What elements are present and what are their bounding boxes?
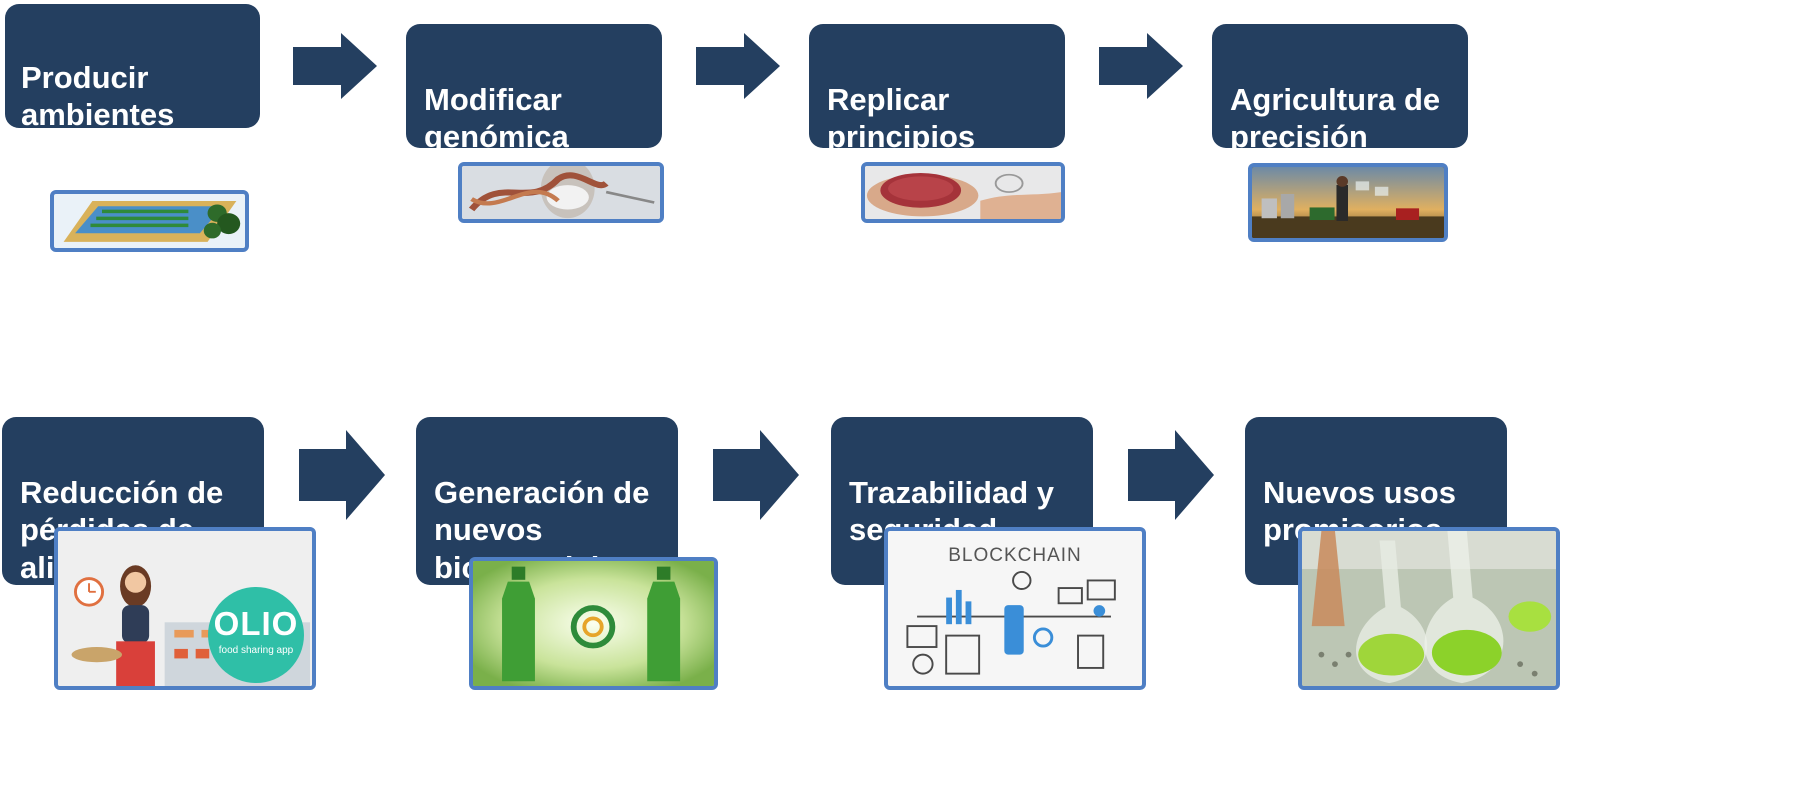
arrow-right-icon — [713, 430, 799, 520]
olio-logo: OLIO food sharing app — [208, 587, 304, 683]
dna-modification-image — [458, 162, 664, 223]
olio-app-image: OLIO food sharing app — [54, 527, 316, 690]
step-label: Agricultura de precisión — [1230, 82, 1441, 148]
step-label: Producir ambientes “imposibles” — [21, 60, 175, 128]
arrow-right-icon — [293, 33, 377, 99]
step-box-replicar-principios: Replicar principios biológicos — [809, 24, 1065, 148]
step-box-agricultura-precision: Agricultura de precisión — [1212, 24, 1468, 148]
arrow-right-icon — [696, 33, 780, 99]
step-label: Replicar principios biológicos — [827, 82, 976, 148]
blockchain-image: BLOCKCHAIN — [884, 527, 1146, 690]
bioplastic-bottles-image — [469, 557, 718, 690]
precision-farming-image — [1248, 163, 1448, 242]
arrow-right-icon — [1099, 33, 1183, 99]
step-label: Modificar genómica — [424, 82, 569, 148]
olio-logo-subtitle: food sharing app — [218, 645, 294, 656]
lab-grown-meat-image — [861, 162, 1065, 223]
vertical-farm-image — [50, 190, 249, 252]
blockchain-title: BLOCKCHAIN — [948, 545, 1082, 566]
step-box-modificar-genomica: Modificar genómica — [406, 24, 662, 148]
arrow-right-icon — [299, 430, 385, 520]
olio-logo-title: OLIO — [213, 605, 299, 642]
step-box-producir-ambientes: Producir ambientes “imposibles” — [5, 4, 260, 128]
arrow-right-icon — [1128, 430, 1214, 520]
algae-flasks-image — [1298, 527, 1560, 690]
